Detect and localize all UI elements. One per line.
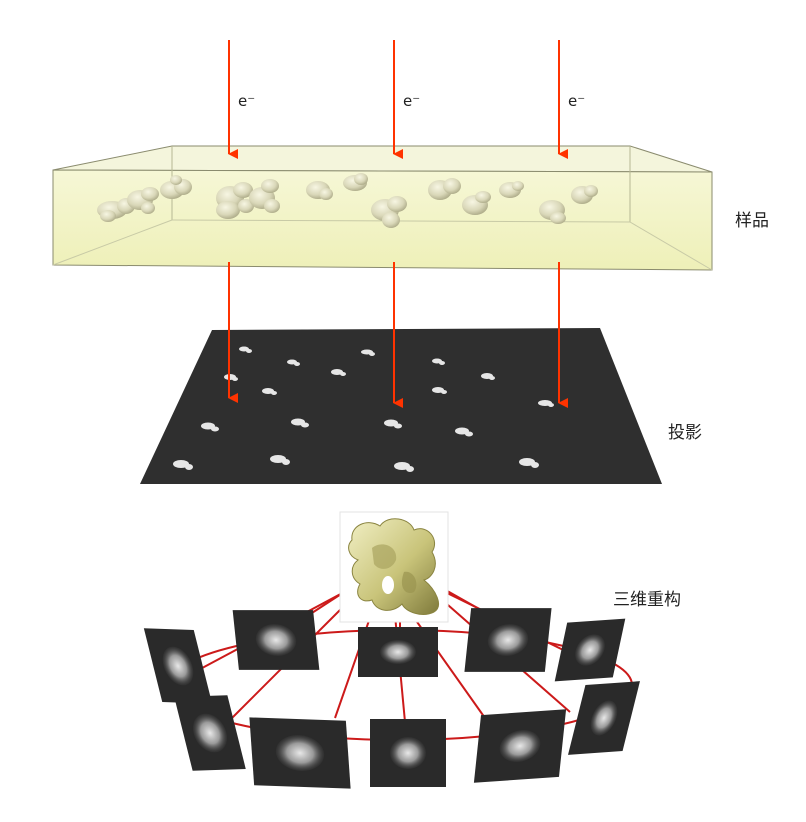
projection-tiles [143, 608, 640, 789]
protein-particle-icon [371, 196, 407, 228]
particle-projection-icon [361, 349, 375, 356]
particle-projection-icon [201, 422, 219, 432]
stage-label-sample: 样品 [735, 211, 769, 231]
particle-projection-icon [331, 369, 346, 376]
projection-image-tile [143, 628, 213, 704]
particle-projection-icon [432, 387, 447, 394]
projection-spots [173, 346, 554, 472]
particle-projection-icon [173, 460, 193, 470]
projection-image-tile [232, 610, 320, 670]
projection-image-tile [174, 695, 246, 771]
projection-image-tile [464, 608, 552, 672]
electron-beams [228, 40, 568, 408]
sample-particles [97, 173, 598, 228]
particle-projection-icon [384, 419, 402, 429]
particle-projection-icon [538, 400, 554, 407]
projection-film [140, 328, 662, 484]
projection-image-tile [568, 681, 640, 755]
protein-particle-icon [571, 185, 598, 204]
protein-particle-icon [160, 175, 192, 199]
stage-label-projection: 投影 [668, 423, 702, 443]
particle-projection-icon [270, 455, 290, 465]
protein-particle-icon [127, 187, 159, 214]
particle-projection-icon [432, 358, 445, 365]
protein-particle-icon [216, 182, 254, 219]
particle-projection-icon [519, 458, 539, 468]
projection-image-tile [358, 627, 438, 677]
particle-projection-icon [394, 462, 414, 472]
stage-label-reconstruction: 三维重构 [613, 590, 681, 610]
projection-image-tile [249, 717, 351, 789]
particle-projection-icon [262, 388, 277, 395]
particle-projection-icon [455, 427, 473, 437]
particle-projection-icon [481, 373, 495, 380]
electron-label: e⁻ [403, 92, 421, 110]
electron-label: e⁻ [238, 92, 256, 110]
particle-projection-icon [291, 418, 309, 428]
electron-label: e⁻ [568, 92, 586, 110]
protein-particle-icon [428, 178, 461, 200]
projection-image-tile [370, 719, 446, 787]
projection-image-tile [554, 618, 626, 682]
protein-particle-icon [462, 191, 491, 215]
protein-particle-icon [539, 200, 566, 224]
particle-projection-icon [287, 359, 300, 366]
protein-particle-icon [306, 181, 333, 200]
protein-particle-icon [249, 179, 280, 213]
protein-particle-icon [343, 173, 368, 191]
particle-projection-icon [239, 346, 252, 353]
3d-density-map-icon [339, 511, 449, 623]
protein-particle-icon [499, 181, 524, 198]
projection-image-tile [473, 709, 567, 783]
